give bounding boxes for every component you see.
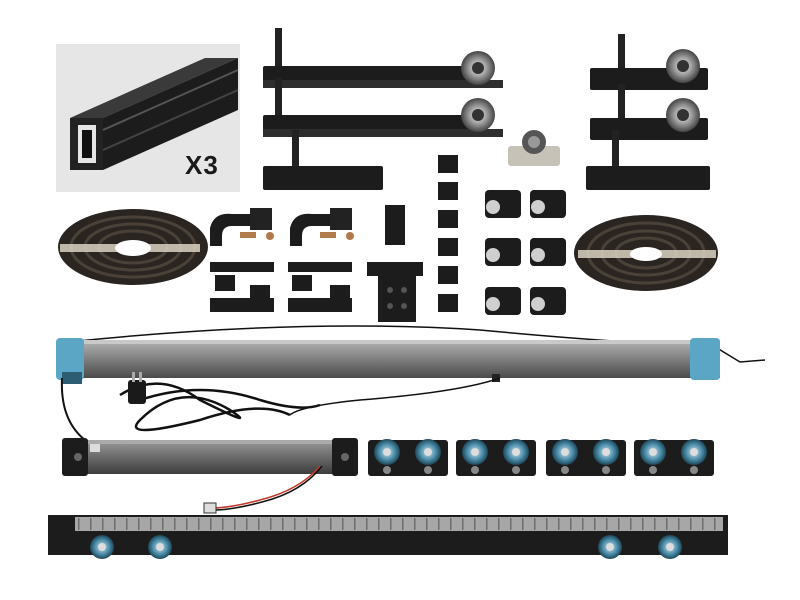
track-tooth	[474, 518, 476, 530]
track-tooth	[318, 518, 320, 530]
track-tooth	[258, 518, 260, 530]
track-tooth	[450, 518, 452, 530]
track-tooth	[306, 518, 308, 530]
track-tooth	[666, 518, 668, 530]
track-tooth	[198, 518, 200, 530]
track-tooth	[654, 518, 656, 530]
track-tooth	[366, 518, 368, 530]
end-bracket-left	[263, 130, 383, 190]
mounting-bolt-plate	[508, 130, 560, 166]
track-tooth	[174, 518, 176, 530]
connector-plug	[203, 502, 217, 514]
track-tooth	[330, 518, 332, 530]
track-tooth	[162, 518, 164, 530]
track-tooth	[186, 518, 188, 530]
pulley-bracket-right-mid	[590, 84, 708, 140]
track-tooth	[342, 518, 344, 530]
pulley-bracket-left-mid	[263, 78, 503, 137]
roller-gliders	[485, 190, 566, 315]
track-tooth	[246, 518, 248, 530]
small-square-nut-plates	[438, 155, 458, 312]
track-tooth	[270, 518, 272, 530]
wheel-carriage-2	[456, 439, 536, 476]
track-tooth	[642, 518, 644, 530]
track-tooth	[714, 518, 716, 530]
track-tooth	[630, 518, 632, 530]
track-tooth	[522, 518, 524, 530]
track-tooth	[402, 518, 404, 530]
power-cord-plug	[60, 372, 501, 441]
timing-belt-roll-left	[58, 209, 208, 285]
aluminum-profile-rail	[70, 58, 239, 170]
track-tooth	[126, 518, 128, 530]
track-tooth	[690, 518, 692, 530]
track-tooth	[90, 518, 92, 530]
track-tooth	[486, 518, 488, 530]
track-tooth	[414, 518, 416, 530]
track-tooth	[378, 518, 380, 530]
track-tooth	[234, 518, 236, 530]
quantity-label: X3	[185, 150, 219, 180]
track-tooth	[102, 518, 104, 530]
wheel-carriage-4	[634, 439, 714, 476]
track-tooth	[606, 518, 608, 530]
track-tooth	[78, 518, 80, 530]
track-tooth	[570, 518, 572, 530]
motor-drive-rail	[56, 338, 720, 384]
belt-clamp-hook-right	[288, 208, 354, 312]
track-tooth	[390, 518, 392, 530]
track-tooth	[294, 518, 296, 530]
track-tooth	[354, 518, 356, 530]
track-tooth	[222, 518, 224, 530]
track-tooth	[534, 518, 536, 530]
track-tooth	[510, 518, 512, 530]
track-tooth	[678, 518, 680, 530]
track-tooth	[150, 518, 152, 530]
belt-clamp-hook-left	[210, 208, 274, 312]
wheel-carriage-3	[546, 439, 626, 476]
wheel-carriage-1	[368, 439, 448, 476]
connector-wire	[211, 465, 321, 509]
mounting-plate	[367, 205, 423, 322]
track-tooth	[138, 518, 140, 530]
track-tooth	[702, 518, 704, 530]
pulley-bracket-right-top	[590, 34, 708, 90]
track-tooth	[210, 518, 212, 530]
long-roller-track-bar	[48, 515, 728, 559]
track-tooth	[594, 518, 596, 530]
track-tooth	[582, 518, 584, 530]
end-bracket-right	[586, 130, 710, 190]
track-tooth	[546, 518, 548, 530]
track-tooth	[618, 518, 620, 530]
track-tooth	[558, 518, 560, 530]
track-tooth	[498, 518, 500, 530]
pulley-bracket-left-top	[263, 28, 503, 88]
track-tooth	[114, 518, 116, 530]
track-tooth	[462, 518, 464, 530]
timing-belt-roll-right	[574, 215, 718, 291]
track-tooth	[438, 518, 440, 530]
track-tooth	[426, 518, 428, 530]
power-supply-box	[62, 438, 358, 476]
track-tooth	[282, 518, 284, 530]
